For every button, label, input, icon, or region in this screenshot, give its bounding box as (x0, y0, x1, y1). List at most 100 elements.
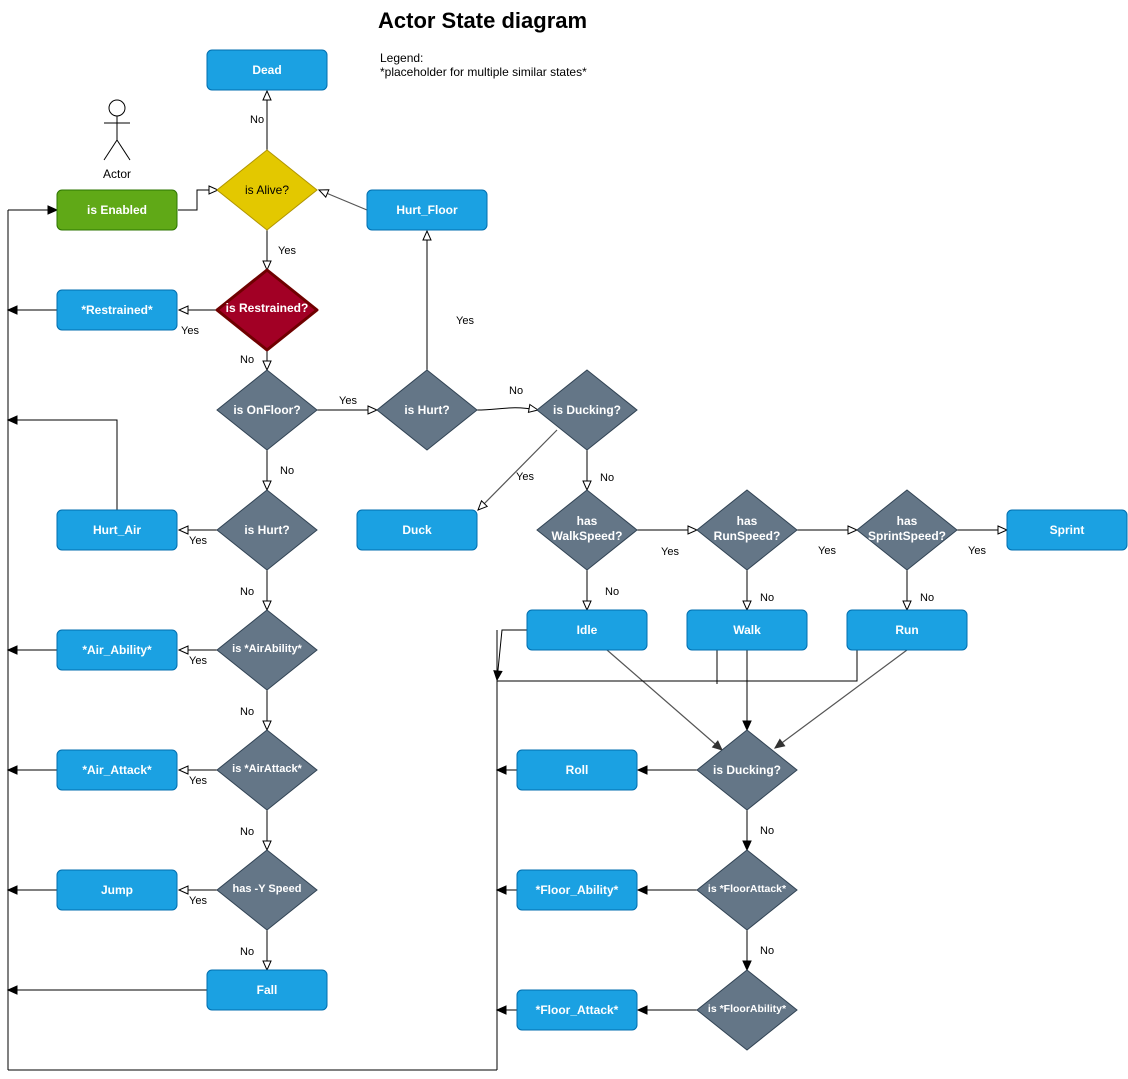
edge-label-no: No (240, 826, 254, 838)
state-floor-attack[interactable]: *Floor_Attack* (516, 989, 638, 1031)
decision-is-ducking-top-label: is Ducking? (553, 403, 621, 417)
edge-label-yes: Yes (818, 545, 836, 557)
state-duck[interactable]: Duck (356, 509, 478, 551)
state-walk[interactable]: Walk (686, 609, 808, 651)
edge-label-yes: Yes (189, 655, 207, 667)
state-jump[interactable]: Jump (56, 869, 178, 911)
edge-label-yes: Yes (456, 315, 474, 327)
state-fall-label: Fall (257, 983, 278, 997)
edge-label-yes: Yes (661, 546, 679, 558)
edge-label-no: No (240, 354, 254, 366)
state-restrained[interactable]: *Restrained* (56, 289, 178, 331)
decision-is-floorability-label: is *FloorAbility* (708, 1003, 787, 1015)
decision-is-hurt-air-label: is Hurt? (244, 523, 289, 537)
state-walk-label: Walk (733, 623, 761, 637)
state-sprint[interactable]: Sprint (1006, 509, 1128, 551)
state-floor-ability[interactable]: *Floor_Ability* (516, 869, 638, 911)
state-air-ability[interactable]: *Air_Ability* (56, 629, 178, 671)
edge-label-no: No (760, 825, 774, 837)
legend-heading: Legend: (380, 51, 423, 65)
decision-is-floorattack-label: is *FloorAttack* (708, 883, 787, 895)
decision-is-restrained-label: is Restrained? (226, 301, 309, 315)
state-hurt-air-label: Hurt_Air (93, 523, 141, 537)
state-duck-label: Duck (402, 523, 432, 537)
decision-has-walkspeed-line1: has (577, 514, 598, 528)
edge-label-no: No (240, 706, 254, 718)
state-floor-ability-label: *Floor_Ability* (536, 883, 619, 897)
state-is-enabled[interactable]: is Enabled (56, 189, 178, 231)
decision-has-walkspeed-line2: WalkSpeed? (552, 529, 623, 543)
decision-is-ducking-top[interactable]: is Ducking? (536, 369, 638, 451)
edge-label-no: No (760, 945, 774, 957)
decision-is-hurt-floor[interactable]: is Hurt? (376, 369, 478, 451)
decision-has-runspeed-line2: RunSpeed? (714, 529, 781, 543)
decision-is-airattack[interactable]: is *AirAttack* (216, 729, 318, 811)
state-floor-attack-label: *Floor_Attack* (536, 1003, 619, 1017)
edge-label-no: No (250, 114, 264, 126)
edge-label-no: No (509, 385, 523, 397)
edge-labels: No Yes Yes No Yes Yes No Yes No No Yes Y… (181, 114, 986, 958)
edge-label-no: No (600, 472, 614, 484)
decision-is-floorattack[interactable]: is *FloorAttack* (696, 849, 798, 931)
actor-icon (103, 99, 131, 161)
edge-label-no: No (760, 592, 774, 604)
state-roll[interactable]: Roll (516, 749, 638, 791)
decision-has-runspeed[interactable]: has RunSpeed? (696, 489, 798, 571)
edge-label-no: No (240, 946, 254, 958)
decision-is-onfloor[interactable]: is OnFloor? (216, 369, 318, 451)
decision-is-restrained[interactable]: is Restrained? (215, 268, 319, 352)
edge-label-no: No (280, 465, 294, 477)
state-jump-label: Jump (101, 883, 133, 897)
legend-text: *placeholder for multiple similar states… (380, 65, 587, 79)
edge-label-no: No (240, 586, 254, 598)
state-idle[interactable]: Idle (526, 609, 648, 651)
state-air-attack[interactable]: *Air_Attack* (56, 749, 178, 791)
state-air-ability-label: *Air_Ability* (82, 643, 152, 657)
state-idle-label: Idle (577, 623, 598, 637)
decision-is-hurt-floor-label: is Hurt? (404, 403, 449, 417)
state-hurt-air[interactable]: Hurt_Air (56, 509, 178, 551)
edges (6, 89, 1009, 1071)
edge-label-yes: Yes (278, 245, 296, 257)
state-roll-label: Roll (566, 763, 589, 777)
edge-label-yes: Yes (968, 545, 986, 557)
decision-is-airattack-label: is *AirAttack* (232, 763, 302, 775)
edge-label-no: No (605, 586, 619, 598)
decision-has-y-speed[interactable]: has -Y Speed (216, 849, 318, 931)
decision-has-walkspeed[interactable]: has WalkSpeed? (536, 489, 638, 571)
state-is-enabled-label: is Enabled (87, 203, 147, 217)
decision-is-alive[interactable]: is Alive? (216, 149, 318, 231)
state-run-label: Run (895, 623, 918, 637)
edge-label-yes: Yes (181, 325, 199, 337)
state-air-attack-label: *Air_Attack* (82, 763, 152, 777)
state-hurt-floor[interactable]: Hurt_Floor (366, 189, 488, 231)
decision-is-onfloor-label: is OnFloor? (233, 403, 300, 417)
state-dead[interactable]: Dead (206, 49, 328, 91)
decision-is-hurt-air[interactable]: is Hurt? (216, 489, 318, 571)
edge-label-yes: Yes (189, 535, 207, 547)
actor-label: Actor (103, 167, 131, 181)
edge-label-yes: Yes (516, 471, 534, 483)
state-sprint-label: Sprint (1050, 523, 1085, 537)
decision-is-ducking-bottom-label: is Ducking? (713, 763, 781, 777)
state-fall[interactable]: Fall (206, 969, 328, 1011)
decision-has-y-speed-label: has -Y Speed (233, 883, 302, 895)
decision-has-sprintspeed-line1: has (897, 514, 918, 528)
decision-is-ducking-bottom[interactable]: is Ducking? (696, 729, 798, 811)
decision-has-sprintspeed[interactable]: has SprintSpeed? (856, 489, 958, 571)
state-restrained-label: *Restrained* (81, 303, 153, 317)
state-hurt-floor-label: Hurt_Floor (396, 203, 458, 217)
edge-label-yes: Yes (339, 395, 357, 407)
edge-label-no: No (920, 592, 934, 604)
decision-is-airability[interactable]: is *AirAbility* (216, 609, 318, 691)
decision-is-floorability[interactable]: is *FloorAbility* (696, 969, 798, 1051)
edge-label-yes: Yes (189, 775, 207, 787)
state-dead-label: Dead (252, 63, 281, 77)
decision-is-alive-label: is Alive? (245, 183, 289, 197)
decision-has-runspeed-line1: has (737, 514, 758, 528)
diagram-title: Actor State diagram (378, 8, 587, 33)
edge-label-yes: Yes (189, 895, 207, 907)
decision-is-airability-label: is *AirAbility* (232, 643, 302, 655)
state-run[interactable]: Run (846, 609, 968, 651)
